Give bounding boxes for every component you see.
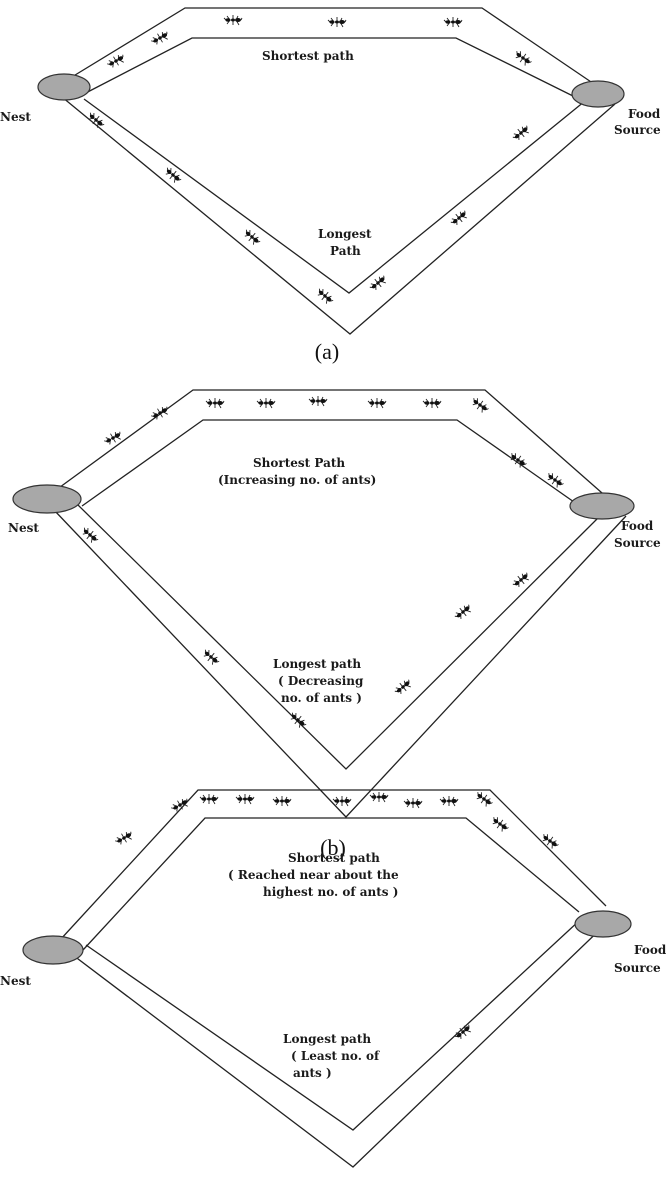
ant-icon [403, 798, 423, 809]
ant-icon [515, 51, 532, 66]
caption-b: (b) [320, 835, 346, 860]
long-label-b-3: no. of ants ) [281, 691, 362, 705]
outer-road-a [61, 7, 601, 89]
food-node-c [574, 910, 632, 938]
ant-icon [472, 398, 489, 413]
ant-icon [317, 288, 334, 304]
panel-b: Nest Food Source Shortest Path (Increasi… [8, 389, 661, 860]
short-label-b: Shortest Path [253, 456, 345, 470]
ant-icon [542, 834, 559, 849]
ants-a [88, 15, 532, 304]
short-label-c-2: ( Reached near about the [228, 868, 399, 882]
inner-road-c [82, 817, 580, 951]
ant-icon [88, 112, 105, 128]
long-label-c-3: ants ) [293, 1066, 332, 1080]
nest-label-c: Nest [0, 974, 31, 988]
panel-a: Nest Food Source Shortest path Longest P… [0, 7, 661, 364]
nest-label-b: Nest [8, 521, 39, 535]
food-label-b: Food [621, 519, 654, 533]
nest-node-b [12, 484, 82, 514]
ant-icon [369, 792, 389, 803]
long-label-a: Longest [318, 227, 372, 241]
food-node-a [571, 80, 625, 108]
ant-icon [223, 15, 243, 26]
ant-icon [476, 792, 493, 807]
long-label-c: Longest path [283, 1032, 371, 1046]
ant-icon [290, 712, 307, 728]
long-outer-road-b [53, 509, 627, 818]
ant-icon [422, 398, 442, 409]
outer-road-b [55, 389, 611, 501]
ants-b [82, 396, 564, 728]
ant-icon [165, 167, 182, 183]
short-label-a: Shortest path [262, 49, 354, 63]
ant-icon [439, 796, 459, 807]
long-outer-road-a [61, 96, 616, 335]
caption-a: (a) [315, 339, 339, 364]
long-label-b: Longest path [273, 657, 361, 671]
ant-icon [369, 275, 386, 290]
food-label-a: Food [628, 107, 661, 121]
ant-icon [203, 649, 220, 665]
ant-icon [205, 398, 225, 409]
ant-icon [512, 125, 529, 140]
ant-icon [308, 396, 328, 407]
ant-icon [82, 527, 99, 543]
ant-icon [510, 453, 527, 468]
ant-icon [454, 604, 471, 619]
ant-icon [450, 210, 467, 225]
long-inner-road-a [83, 98, 586, 294]
short-label-c-3: highest no. of ants ) [263, 885, 398, 899]
ant-icon [104, 431, 121, 445]
ants-c [115, 792, 559, 1039]
ant-icon [107, 54, 124, 68]
ant-icon [171, 798, 188, 812]
short-label-c: Shortest path [288, 851, 380, 865]
inner-road-a [77, 37, 576, 98]
ant-icon [454, 1024, 471, 1039]
long-inner-road-c [85, 919, 581, 1131]
panel-c: Nest Food Source Shortest path ( Reached… [0, 789, 666, 1168]
nest-node-a [37, 73, 91, 101]
ant-icon [199, 794, 219, 805]
nest-node-c [22, 935, 84, 965]
long-label-b-2: ( Decreasing [278, 674, 364, 688]
ant-icon [115, 831, 132, 845]
long-label-a-2: Path [330, 244, 361, 258]
ant-icon [272, 796, 292, 807]
ant-icon [492, 817, 509, 832]
ant-icon [394, 679, 411, 694]
ant-icon [443, 17, 463, 28]
ant-icon [256, 398, 276, 409]
food-node-b [569, 492, 635, 520]
food-label-a-2: Source [614, 123, 661, 137]
outer-road-c [59, 789, 607, 941]
ant-icon [547, 473, 564, 488]
ant-icon [244, 229, 261, 245]
long-label-c-2: ( Least no. of [291, 1049, 380, 1063]
ant-icon [151, 31, 168, 45]
long-outer-road-c [52, 917, 613, 1168]
ant-icon [512, 572, 529, 587]
ant-icon [332, 796, 352, 807]
food-label-c-2: Source [614, 961, 661, 975]
ant-icon [235, 794, 255, 805]
food-label-c: Food [634, 943, 666, 957]
food-label-b-2: Source [614, 536, 661, 550]
nest-label-a: Nest [0, 110, 31, 124]
long-inner-road-b [77, 504, 601, 770]
ant-icon [151, 406, 168, 420]
ant-icon [327, 17, 347, 28]
ant-icon [367, 398, 387, 409]
short-label-b-2: (Increasing no. of ants) [218, 473, 376, 487]
